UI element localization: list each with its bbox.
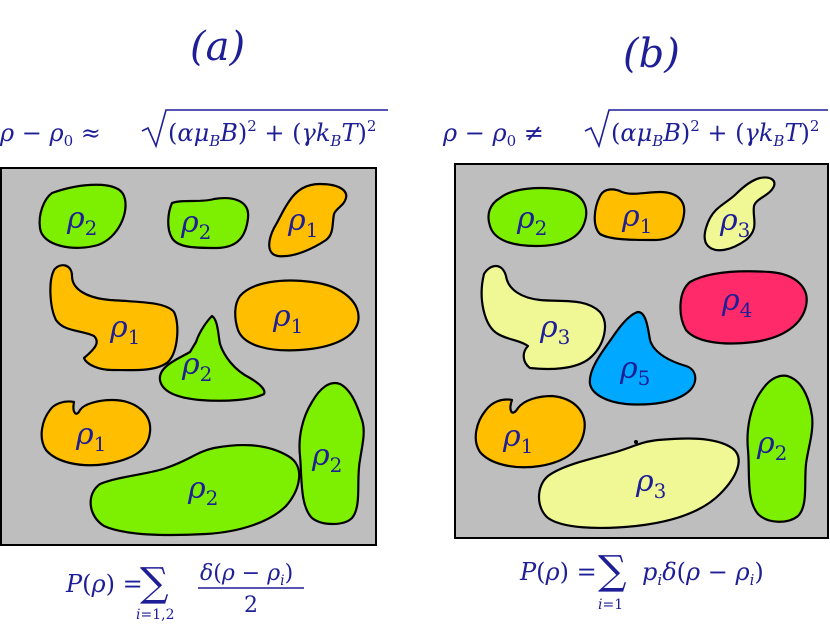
region-a-4	[49, 264, 179, 372]
panel-b-label: (b)	[623, 31, 680, 77]
region-b-1	[487, 186, 588, 248]
region-b-6	[588, 310, 697, 406]
svg-text:P(ρ) =: P(ρ) =	[519, 558, 597, 586]
region-a-1	[38, 183, 127, 249]
region-a-2	[167, 197, 250, 250]
panel-a-regions	[38, 182, 365, 537]
region-b-8-tip	[634, 440, 638, 444]
panel-b-region-labels: ρ2 ρ1 ρ3 ρ3 ρ4 ρ5 ρ1 ρ3 ρ2	[502, 199, 787, 503]
panel-a: (a) ρ − ρ0 ≈ (αμBB)2 + (γkBT)2 ρ2 ρ2 ρ1 …	[0, 24, 388, 623]
region-a-7	[40, 398, 152, 467]
region-b-1-label: ρ2	[516, 201, 547, 240]
panel-b-formula: P(ρ) = ∑ i=1 piδ(ρ − ρi)	[519, 548, 764, 613]
panel-b-regions	[474, 176, 814, 530]
region-b-4	[480, 264, 607, 371]
svg-text:2: 2	[244, 593, 258, 618]
region-a-3	[268, 182, 348, 258]
svg-text:piδ(ρ − ρi): piδ(ρ − ρi)	[642, 558, 764, 589]
region-a-8	[89, 443, 301, 537]
region-b-3	[703, 176, 776, 252]
region-a-8-label: ρ2	[187, 471, 218, 510]
svg-text:∑: ∑	[598, 548, 627, 594]
svg-text:(αμBB)2 + (γkBT)2: (αμBB)2 + (γkBT)2	[611, 117, 819, 150]
region-b-2	[593, 188, 686, 242]
region-b-8	[537, 437, 740, 530]
svg-text:∑: ∑	[140, 560, 169, 606]
svg-text:ρ − ρ0 ≠: ρ − ρ0 ≠	[442, 119, 544, 150]
svg-text:δ(ρ − ρi): δ(ρ − ρi)	[200, 561, 293, 589]
svg-text:ρ − ρ0 ≈: ρ − ρ0 ≈	[0, 119, 101, 150]
svg-text:P(ρ) =: P(ρ) =	[65, 570, 143, 598]
panel-a-relation: ρ − ρ0 ≈ (αμBB)2 + (γkBT)2	[0, 109, 388, 150]
panel-b: (b) ρ − ρ0 ≠ (αμBB)2 + (γkBT)2 ρ2 ρ1 ρ3	[442, 31, 829, 613]
svg-text:i=1: i=1	[598, 597, 623, 613]
panel-b-relation: ρ − ρ0 ≠ (αμBB)2 + (γkBT)2	[442, 109, 828, 150]
region-a-1-label: ρ2	[66, 201, 97, 240]
region-a-9	[298, 381, 365, 526]
region-a-6	[158, 314, 266, 402]
region-a-5	[234, 279, 360, 352]
panel-a-formula: P(ρ) = ∑ i=1,2 δ(ρ − ρi) 2	[65, 560, 304, 623]
region-b-7	[474, 394, 586, 469]
region-b-9	[746, 374, 814, 523]
svg-text:(αμBB)2 + (γkBT)2: (αμBB)2 + (γkBT)2	[168, 117, 376, 150]
region-b-5	[679, 270, 808, 345]
svg-text:i=1,2: i=1,2	[136, 607, 174, 623]
panel-a-label: (a)	[190, 24, 245, 70]
